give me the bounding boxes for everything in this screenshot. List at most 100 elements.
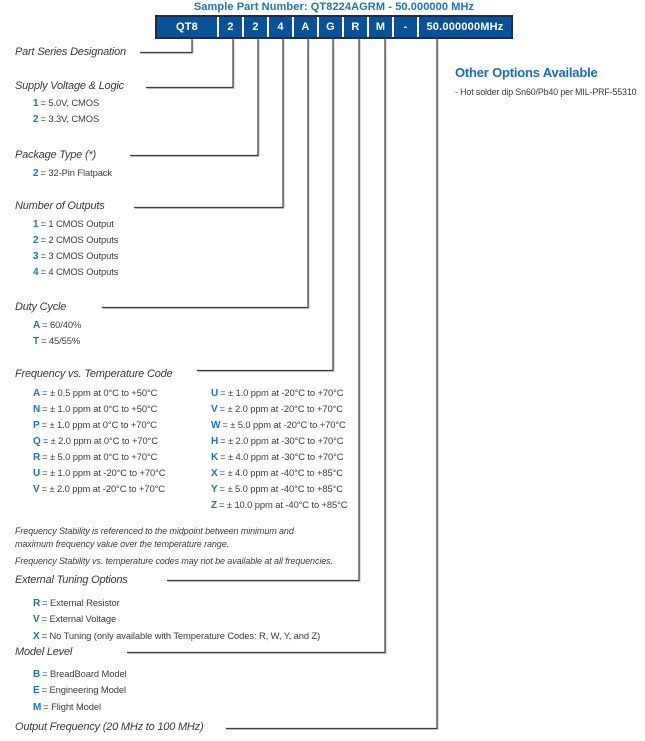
option-code: P bbox=[33, 420, 40, 431]
section-outputs: Number of Outputs bbox=[15, 200, 105, 212]
option-row: Y= ± 5.0 ppm at -40°C to +85°C bbox=[211, 483, 343, 495]
part-number-row: QT8 2 2 4 A G R M - 50.000000MHz bbox=[155, 15, 513, 39]
section-tuning: External Tuning Options bbox=[15, 574, 128, 586]
section-duty: Duty Cycle bbox=[15, 301, 67, 313]
option-code: 3 bbox=[33, 251, 39, 262]
option-code: V bbox=[211, 404, 218, 415]
option-row: P= ± 1.0 ppm at 0°C to +70°C bbox=[33, 419, 157, 431]
option-desc: = ± 4.0 ppm at -40°C to +85°C bbox=[219, 467, 343, 478]
option-code: B bbox=[33, 669, 41, 680]
option-row: 2= 32-Pin Flatpack bbox=[33, 167, 112, 179]
option-row: 4= 4 CMOS Outputs bbox=[33, 266, 118, 278]
option-desc: = ± 2.0 ppm at 0°C to +70°C bbox=[42, 435, 158, 446]
connector-tuning bbox=[167, 39, 360, 582]
option-code: Q bbox=[33, 436, 41, 447]
option-code: Z bbox=[211, 500, 218, 511]
option-code: U bbox=[33, 468, 41, 479]
segment-model: M bbox=[369, 17, 394, 37]
option-code: 2 bbox=[33, 114, 39, 125]
option-code: 1 bbox=[33, 219, 39, 230]
segment-frequency: 50.000000MHz bbox=[419, 17, 511, 37]
option-desc: = 1 CMOS Output bbox=[40, 218, 114, 229]
option-code: K bbox=[211, 452, 219, 463]
option-desc: = ± 0.5 ppm at 0°C to +50°C bbox=[42, 387, 158, 398]
option-row: E= Engineering Model bbox=[33, 684, 126, 696]
option-code: A bbox=[33, 388, 41, 399]
section-freq-temp: Frequency vs. Temperature Code bbox=[15, 368, 173, 380]
option-code: H bbox=[211, 436, 219, 447]
connector-supply bbox=[146, 39, 234, 89]
option-desc: = ± 2.0 ppm at -20°C to +70°C bbox=[219, 403, 343, 414]
option-row: V= External Voltage bbox=[33, 613, 116, 625]
connector-package bbox=[130, 39, 259, 157]
option-desc: = 3.3V, CMOS bbox=[40, 113, 100, 124]
option-code: R bbox=[33, 598, 41, 609]
option-row: V= ± 2.0 ppm at -20°C to +70°C bbox=[211, 403, 343, 415]
option-desc: = ± 1.0 ppm at 0°C to +70°C bbox=[41, 419, 157, 430]
option-code: R bbox=[33, 452, 41, 463]
option-row: W= ± 5.0 ppm at -20°C to +70°C bbox=[211, 419, 346, 431]
segment-series: QT8 bbox=[157, 17, 219, 37]
option-desc: = ± 1.0 ppm at -20°C to +70°C bbox=[220, 387, 344, 398]
option-code: Y bbox=[211, 484, 218, 495]
segment-duty: A bbox=[294, 17, 319, 37]
option-code: U bbox=[211, 388, 219, 399]
option-row: T= 45/55% bbox=[33, 335, 80, 347]
option-code: A bbox=[33, 320, 41, 331]
option-row: U= ± 1.0 ppm at -20°C to +70°C bbox=[211, 387, 344, 399]
option-row: U= ± 1.0 ppm at -20°C to +70°C bbox=[33, 467, 166, 479]
section-model: Model Level bbox=[15, 646, 73, 658]
option-desc: = No Tuning (only available with Tempera… bbox=[41, 630, 321, 641]
option-code: V bbox=[33, 614, 40, 625]
option-code: 2 bbox=[33, 235, 39, 246]
segment-supply: 2 bbox=[219, 17, 244, 37]
option-desc: = External Resistor bbox=[42, 597, 120, 608]
option-desc: = 2 CMOS Outputs bbox=[40, 234, 119, 245]
connector-model bbox=[127, 39, 386, 654]
option-desc: = Flight Model bbox=[43, 701, 101, 712]
other-options-heading: Other Options Available bbox=[455, 65, 598, 80]
connector-part-series bbox=[140, 39, 193, 54]
section-supply: Supply Voltage & Logic bbox=[15, 80, 124, 92]
option-row: X= ± 4.0 ppm at -40°C to +85°C bbox=[211, 467, 343, 479]
option-code: V bbox=[33, 484, 40, 495]
option-code: 1 bbox=[33, 98, 39, 109]
option-desc: = ± 4.0 ppm at -30°C to +70°C bbox=[220, 451, 344, 462]
option-desc: = 5.0V, CMOS bbox=[40, 97, 100, 108]
segment-tuning: R bbox=[344, 17, 369, 37]
option-row: Z= ± 10.0 ppm at -40°C to +85°C bbox=[211, 499, 348, 511]
stability-note-line2: maximum frequency value over the tempera… bbox=[15, 539, 230, 549]
option-code: M bbox=[33, 702, 42, 713]
option-desc: = BreadBoard Model bbox=[42, 668, 127, 679]
option-code: N bbox=[33, 404, 41, 415]
option-code: E bbox=[33, 685, 40, 696]
option-desc: = 3 CMOS Outputs bbox=[40, 250, 119, 261]
option-desc: = 4 CMOS Outputs bbox=[40, 266, 119, 277]
option-row: 1= 1 CMOS Output bbox=[33, 218, 114, 230]
stability-note-line1: Frequency Stability is referenced to the… bbox=[15, 526, 294, 536]
option-desc: = Engineering Model bbox=[41, 684, 126, 695]
option-code: 2 bbox=[33, 168, 39, 179]
section-output-freq: Output Frequency (20 MHz to 100 MHz) bbox=[15, 721, 204, 733]
option-desc: = 32-Pin Flatpack bbox=[40, 167, 112, 178]
sample-part-number-title: Sample Part Number: QT8224AGRM - 50.0000… bbox=[193, 1, 475, 13]
connector-freq-temp bbox=[197, 39, 334, 372]
option-row: H= ± 2.0 ppm at -30°C to +70°C bbox=[211, 435, 344, 447]
connector-output-freq bbox=[226, 39, 438, 730]
option-row: K= ± 4.0 ppm at -30°C to +70°C bbox=[211, 451, 344, 463]
option-desc: = External Voltage bbox=[41, 613, 117, 624]
option-row: 2= 2 CMOS Outputs bbox=[33, 234, 118, 246]
section-part-series: Part Series Designation bbox=[15, 46, 126, 58]
segment-package: 2 bbox=[244, 17, 269, 37]
segment-dash: - bbox=[394, 17, 419, 37]
option-row: M= Flight Model bbox=[33, 701, 101, 713]
option-desc: = ± 1.0 ppm at -20°C to +70°C bbox=[42, 467, 166, 478]
option-code: X bbox=[211, 468, 218, 479]
option-row: R= External Resistor bbox=[33, 597, 120, 609]
option-desc: = ± 1.0 ppm at 0°C to +50°C bbox=[42, 403, 158, 414]
option-row: A= ± 0.5 ppm at 0°C to +50°C bbox=[33, 387, 157, 399]
segment-outputs: 4 bbox=[269, 17, 294, 37]
option-row: B= BreadBoard Model bbox=[33, 668, 127, 680]
